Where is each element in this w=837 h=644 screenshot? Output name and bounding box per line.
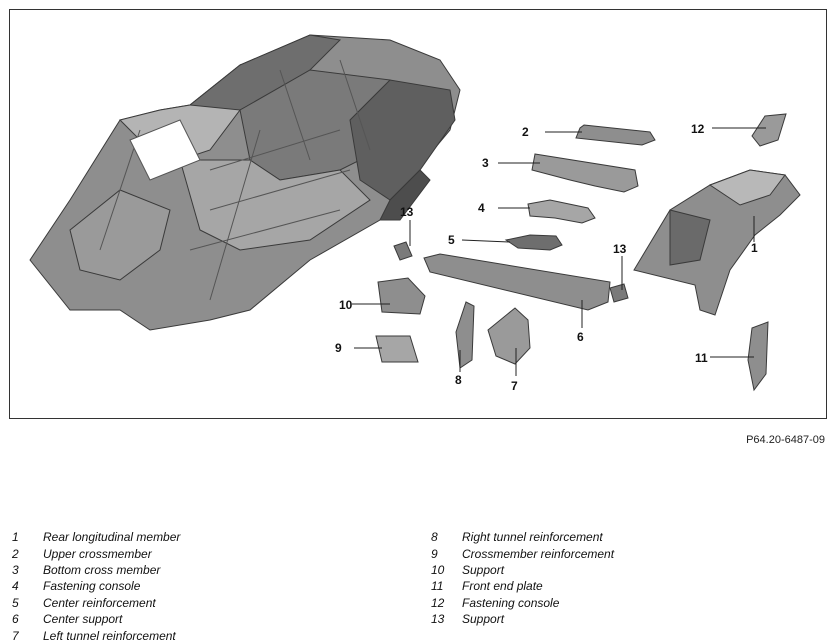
legend-item: 11 Front end plate xyxy=(431,578,614,594)
callout-8: 8 xyxy=(455,373,462,387)
callout-13-right: 13 xyxy=(613,242,627,256)
part-center-support xyxy=(423,253,611,311)
legend-label: Rear longitudinal member xyxy=(43,530,181,545)
callout-3: 3 xyxy=(482,156,489,170)
part-right-tunnel-reinforcement xyxy=(455,301,475,369)
legend-label: Left tunnel reinforcement xyxy=(43,628,176,643)
legend-number: 2 xyxy=(12,546,19,561)
callout-2: 2 xyxy=(522,125,529,139)
part-bottom-cross-member xyxy=(531,153,639,193)
legend-number: 12 xyxy=(431,595,445,610)
part-support-10 xyxy=(377,277,426,315)
callout-13-left: 13 xyxy=(400,205,414,219)
callout-7: 7 xyxy=(511,379,518,393)
leader-lines xyxy=(352,127,766,376)
legend-label: Right tunnel reinforcement xyxy=(462,530,603,545)
callout-4: 4 xyxy=(478,201,485,215)
legend-number: 5 xyxy=(12,595,19,610)
callout-12: 12 xyxy=(691,122,705,136)
legend-number: 6 xyxy=(12,612,19,627)
legend-number: 10 xyxy=(431,562,445,577)
legend-item: 7 Left tunnel reinforcement xyxy=(12,627,180,643)
legend-number: 3 xyxy=(12,562,19,577)
part-left-tunnel-reinforcement xyxy=(487,307,531,365)
exploded-view-drawing xyxy=(29,34,801,392)
legend-label: Upper crossmember xyxy=(43,546,152,561)
callout-1: 1 xyxy=(751,241,758,255)
callout-9: 9 xyxy=(335,341,342,355)
legend-item: 12 Fastening console xyxy=(431,595,614,611)
legend-label: Fastening console xyxy=(43,579,141,594)
legend-item: 10 Support xyxy=(431,562,614,578)
legend-label: Bottom cross member xyxy=(43,562,161,577)
callout-11: 11 xyxy=(695,351,708,365)
legend-label: Support xyxy=(462,612,505,627)
legend-item: 13 Support xyxy=(431,611,614,627)
callout-6: 6 xyxy=(577,330,584,344)
diagram-frame: 2 3 4 5 6 7 8 9 10 13 13 1 11 12 xyxy=(9,9,827,419)
legend-label: Crossmember reinforcement xyxy=(462,546,615,561)
legend-label: Center reinforcement xyxy=(43,595,156,610)
legend-number: 1 xyxy=(12,530,19,545)
legend-number: 4 xyxy=(12,579,19,594)
legend-number: 9 xyxy=(431,546,438,561)
figure-reference: P64.20-6487-09 xyxy=(746,434,825,446)
part-support-13-left xyxy=(393,241,413,261)
legend-right-column: 8 Right tunnel reinforcement 9 Crossmember … xyxy=(431,529,614,627)
legend-item: 9 Crossmember reinforcement xyxy=(431,545,614,561)
legend-item: 6 Center support xyxy=(12,611,180,627)
part-fastening-console xyxy=(527,199,596,224)
legend-item: 3 Bottom cross member xyxy=(12,562,180,578)
legend-label: Front end plate xyxy=(462,579,543,594)
part-upper-crossmember xyxy=(575,124,656,146)
legend-number: 13 xyxy=(431,612,445,627)
legend-item: 8 Right tunnel reinforcement xyxy=(431,529,614,545)
legend-left-column: 1 Rear longitudinal member 2 Upper crossmem… xyxy=(12,529,180,644)
callout-10: 10 xyxy=(339,298,353,312)
legend-item: 5 Center reinforcement xyxy=(12,595,180,611)
legend-item: 4 Fastening console xyxy=(12,578,180,594)
callout-5: 5 xyxy=(448,233,455,247)
legend-label: Support xyxy=(462,562,505,577)
car-body-shell xyxy=(29,34,461,331)
legend-number: 11 xyxy=(431,579,444,594)
legend-number: 7 xyxy=(12,628,19,643)
part-center-reinforcement xyxy=(504,234,563,251)
part-front-end-plate xyxy=(747,321,769,392)
legend-item: 1 Rear longitudinal member xyxy=(12,529,180,545)
legend-label: Center support xyxy=(43,612,123,627)
legend-item: 2 Upper crossmember xyxy=(12,545,180,561)
legend-label: Fastening console xyxy=(462,595,560,610)
part-fastening-console-12 xyxy=(751,113,787,147)
part-crossmember-reinforcement xyxy=(375,335,419,363)
part-rear-longitudinal-member xyxy=(633,169,801,316)
part-support-13-right xyxy=(609,283,629,303)
legend-number: 8 xyxy=(431,530,438,545)
